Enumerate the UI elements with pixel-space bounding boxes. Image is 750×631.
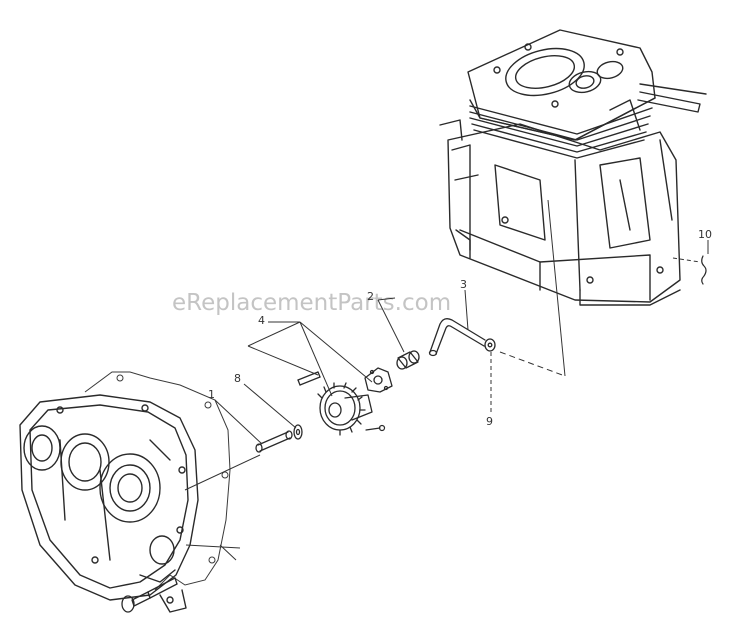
part-1-pin [255,430,293,453]
watermark-text: eReplacementParts.com [172,290,451,316]
cover-bolt [121,577,178,613]
callout-1: 1 [208,388,215,401]
part-4-gear [317,382,373,436]
small-screw [365,424,386,432]
part-3-tube [428,318,486,357]
part-2-bushing [396,350,420,370]
leader-lines [184,199,709,561]
callout-4: 4 [258,314,265,327]
callout-8: 8 [234,372,241,385]
callout-10: 10 [698,228,712,241]
callout-3: 3 [460,278,467,291]
gasket [84,371,231,591]
callout-2: 2 [367,290,374,303]
callout-9: 9 [486,415,493,428]
part-9-clip [484,338,496,352]
engine-block [439,29,707,306]
callout-labels: 1 2 3 4 8 9 10 [208,228,712,428]
crankcase-cover [19,394,199,613]
part-8-washer [293,424,303,440]
part-2-bracket [364,367,393,393]
part-10-clip [701,255,707,285]
